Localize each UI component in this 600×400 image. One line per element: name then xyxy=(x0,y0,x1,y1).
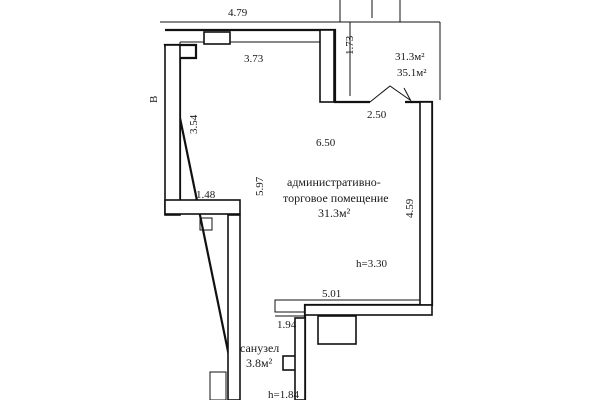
dim-center-height: 5.97 xyxy=(254,176,266,196)
right-wall xyxy=(419,101,433,306)
room-name-line1: административно- xyxy=(287,175,381,189)
left-mark: В xyxy=(148,96,160,103)
left-wall-segment xyxy=(164,44,181,216)
area-top-right-2: 35.1м² xyxy=(397,67,427,79)
dim-left-notch: 1.48 xyxy=(196,189,216,201)
dim-right-top: 1.73 xyxy=(344,35,356,55)
top-window-box xyxy=(203,31,231,45)
bathroom-name: санузел xyxy=(240,341,279,355)
dim-bottom-left: 1.94 xyxy=(277,319,297,331)
bathroom-height: h=1.84 xyxy=(268,389,299,400)
room-height: h=3.30 xyxy=(356,258,387,270)
left-lower-wall xyxy=(227,214,241,400)
dim-door-step: 2.50 xyxy=(367,109,387,121)
dim-top-inner: 3.73 xyxy=(244,53,264,65)
bathroom-fixture xyxy=(317,315,357,345)
room-name-line2: торговое помещение xyxy=(283,191,389,205)
bathroom-area: 3.8м² xyxy=(246,356,273,370)
door-leaf xyxy=(403,87,413,104)
dim-bottom-width: 5.01 xyxy=(322,288,341,300)
door-swing xyxy=(369,85,411,103)
bottom-wall xyxy=(304,304,433,316)
bathroom-wall xyxy=(294,317,306,400)
dim-center-width: 6.50 xyxy=(316,137,336,149)
left-bottom-box xyxy=(209,371,227,400)
notch-wall xyxy=(164,199,241,215)
area-top-right-1: 31.3м² xyxy=(395,51,425,63)
dim-left-side: 3.54 xyxy=(188,114,200,134)
dim-right-side: 4.59 xyxy=(404,198,416,218)
left-small-box xyxy=(199,217,213,231)
dim-top-outer: 4.79 xyxy=(228,7,248,19)
top-right-column xyxy=(319,29,335,103)
room-area: 31.3м² xyxy=(318,206,351,220)
